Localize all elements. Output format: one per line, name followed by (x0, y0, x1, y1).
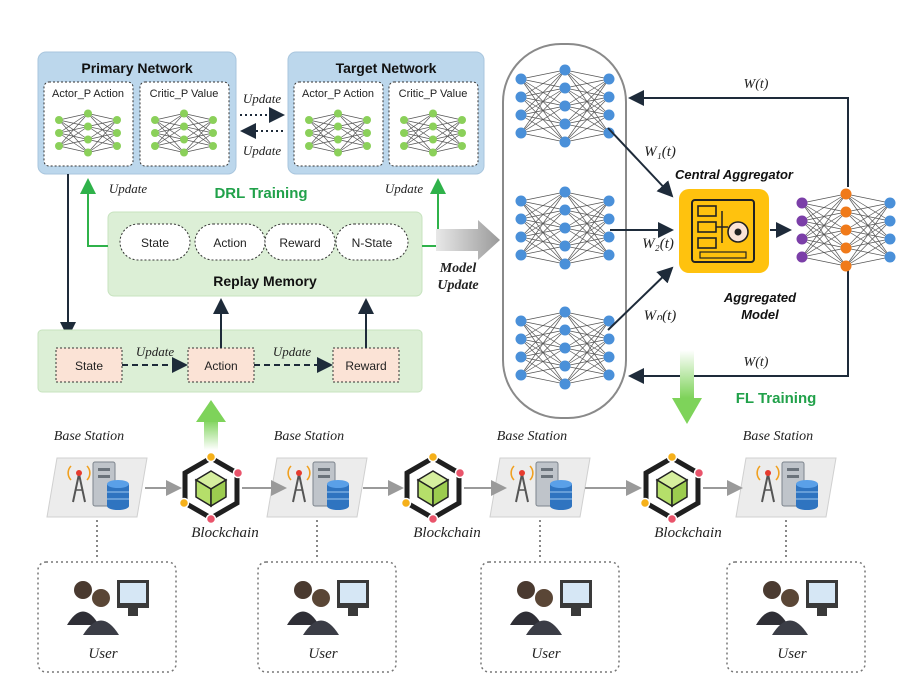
env-update-label-2: Update (273, 344, 312, 359)
target-critic-label: Critic_P Value (399, 88, 468, 100)
aggregated-model-label-2: Model (741, 307, 779, 322)
target-actor-label: Actor_P Action (302, 88, 374, 100)
memory-item-nstate: N-State (352, 236, 393, 250)
target-network-title: Target Network (336, 60, 437, 76)
base-station-4: Base Station (735, 429, 837, 560)
user-1: User (37, 561, 177, 673)
primary-critic-net (151, 109, 217, 157)
local-model-n (515, 306, 615, 390)
antenna-icon (756, 465, 780, 503)
fl-arrows (607, 90, 849, 384)
fl-training-arrow-shaft (680, 350, 694, 398)
blockchain-cube-icon (194, 470, 228, 508)
env-update-label-1: Update (136, 344, 175, 359)
database-icon (796, 480, 818, 510)
model-update-label-2: Update (437, 278, 478, 293)
update-label-top: Update (243, 91, 282, 106)
database-icon (327, 480, 349, 510)
local-model-2 (515, 186, 615, 270)
user-label: User (531, 646, 560, 662)
blockchain-cube-icon (655, 470, 689, 508)
primary-actor-net (55, 109, 121, 157)
user-2: User (257, 561, 397, 673)
blockchain-label: Blockchain (413, 525, 480, 541)
users-at-computer-icon (510, 580, 592, 635)
primary-update-label: Update (109, 181, 148, 196)
target-critic-net (400, 109, 466, 157)
users-at-computer-icon (287, 580, 369, 635)
target-update-label: Update (385, 181, 424, 196)
memory-item-state: State (141, 236, 169, 250)
blockchain-2: Blockchain (400, 451, 481, 541)
primary-network: Primary Network Actor_P Action Critic_P … (37, 51, 237, 175)
blockchain-cube-icon (416, 470, 450, 508)
memory-item-reward: Reward (279, 236, 320, 250)
wn-label: Wₙ(t) (644, 308, 677, 324)
aggregator-icon (679, 189, 769, 273)
env-item-reward: Reward (345, 359, 386, 373)
blockchain-label: Blockchain (654, 525, 721, 541)
users-at-computer-icon (67, 580, 149, 635)
update-label-bottom: Update (243, 143, 282, 158)
replay-memory: State Action Reward N-State Replay Memor… (107, 211, 423, 297)
blockchain-3: Blockchain (639, 451, 722, 541)
user-3: User (480, 561, 620, 673)
users-at-computer-icon (756, 580, 838, 635)
base-station-1: Base Station (46, 429, 148, 560)
aggregated-model-net (796, 188, 896, 272)
base-station-3: Base Station (489, 429, 591, 560)
wt-top-label: W(t) (744, 77, 769, 92)
blockchain-up-arrow-shaft (204, 420, 218, 450)
primary-network-title: Primary Network (81, 60, 192, 76)
blockchain-up-arrow-head (196, 400, 226, 422)
user-4: User (726, 561, 866, 673)
base-station-label: Base Station (497, 429, 567, 444)
memory-item-action: Action (213, 236, 246, 250)
base-station-2: Base Station (266, 429, 368, 560)
target-network: Target Network Actor_P Action Critic_P V… (287, 51, 485, 175)
model-update-arrow (436, 220, 500, 260)
user-label: User (308, 646, 337, 662)
drl-training-title: DRL Training (214, 185, 307, 202)
environment-strip: State Action Reward Update Update (37, 329, 423, 393)
base-station-label: Base Station (54, 429, 124, 444)
model-update-label-1: Model (439, 261, 477, 276)
target-actor-net (305, 109, 371, 157)
fl-training-title: FL Training (736, 390, 817, 407)
primary-critic-label: Critic_P Value (150, 88, 219, 100)
antenna-icon (287, 465, 311, 503)
w2-label: W₂(t) (642, 236, 674, 252)
antenna-icon (510, 465, 534, 503)
w1-label: W₁(t) (644, 144, 676, 160)
env-item-state: State (75, 359, 103, 373)
central-aggregator-label: Central Aggregator (675, 167, 794, 182)
primary-actor-label: Actor_P Action (52, 88, 124, 100)
user-label: User (777, 646, 806, 662)
network-sync-arrows: Update Update (240, 91, 285, 158)
base-station-label: Base Station (743, 429, 813, 444)
database-icon (107, 480, 129, 510)
user-label: User (88, 646, 117, 662)
local-model-1 (515, 64, 615, 148)
replay-memory-title: Replay Memory (213, 273, 317, 289)
blockchain-1: Blockchain (178, 451, 259, 541)
fl-training-arrow-head (672, 398, 702, 424)
aggregated-model-label-1: Aggregated (723, 290, 797, 305)
blockchain-label: Blockchain (191, 525, 258, 541)
base-station-label: Base Station (274, 429, 344, 444)
wt-bottom-label: W(t) (744, 355, 769, 370)
env-item-action: Action (204, 359, 237, 373)
antenna-icon (67, 465, 91, 503)
database-icon (550, 480, 572, 510)
